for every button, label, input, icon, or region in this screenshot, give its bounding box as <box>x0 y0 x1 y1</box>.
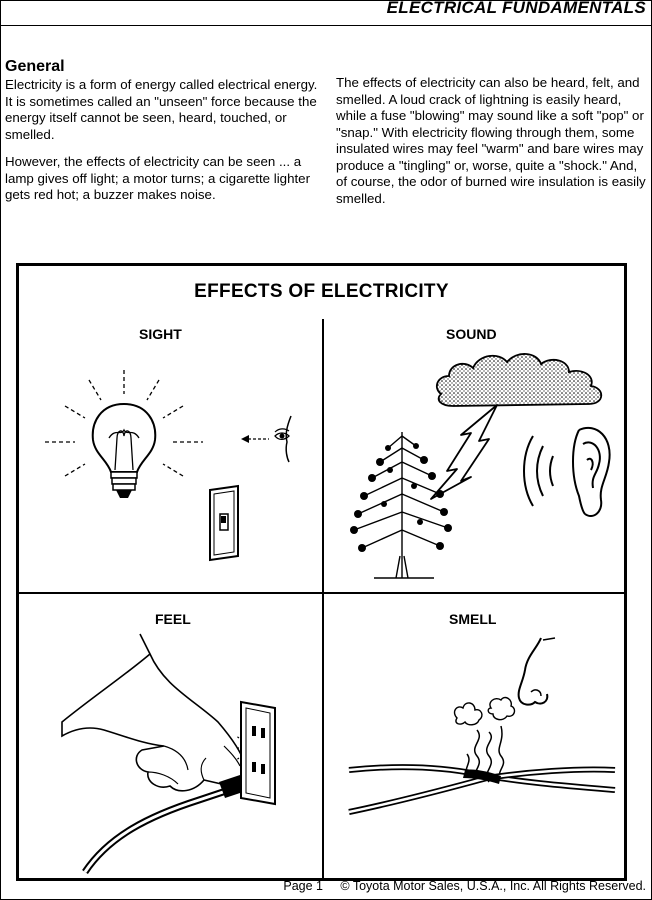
figure-title: EFFECTS OF ELECTRICITY <box>194 281 449 302</box>
page-number: Page 1 <box>283 879 323 893</box>
horizontal-divider <box>19 592 624 594</box>
power-plug-icon <box>82 772 255 874</box>
wall-outlet-icon <box>237 700 276 806</box>
effects-figure: EFFECTS OF ELECTRICITY SIGHT SOUND FEEL … <box>16 263 627 881</box>
nose-icon <box>517 637 556 706</box>
panel-label-smell: SMELL <box>449 611 497 627</box>
paragraph: Electricity is a form of energy called e… <box>5 77 318 142</box>
panel-label-sound: SOUND <box>446 326 497 342</box>
paragraph: However, the effects of electricity can … <box>5 154 310 202</box>
left-text-column: Electricity is a form of energy called e… <box>5 77 323 215</box>
light-bulb-icon <box>45 370 203 498</box>
tree-icon <box>350 432 452 579</box>
light-switch-icon <box>209 484 239 562</box>
storm-cloud-icon <box>435 353 603 407</box>
ear-icon <box>523 427 611 518</box>
section-heading: General <box>5 58 65 75</box>
vertical-divider <box>322 319 324 881</box>
panel-label-feel: FEEL <box>155 611 191 627</box>
right-text-column: The effects of electricity can also be h… <box>336 75 646 218</box>
copyright-notice: © Toyota Motor Sales, U.S.A., Inc. All R… <box>340 879 646 893</box>
hand-icon <box>61 633 250 792</box>
page-header-title: ELECTRICAL FUNDAMENTALS <box>386 0 646 17</box>
eye-icon <box>241 415 292 463</box>
lightning-bolt-icon <box>430 404 498 500</box>
panel-label-sight: SIGHT <box>139 326 182 342</box>
burning-wires-icon <box>348 764 616 815</box>
page-footer: Page 1 © Toyota Motor Sales, U.S.A., Inc… <box>283 879 646 893</box>
header-rule <box>0 25 652 26</box>
paragraph: The effects of electricity can also be h… <box>336 75 646 206</box>
